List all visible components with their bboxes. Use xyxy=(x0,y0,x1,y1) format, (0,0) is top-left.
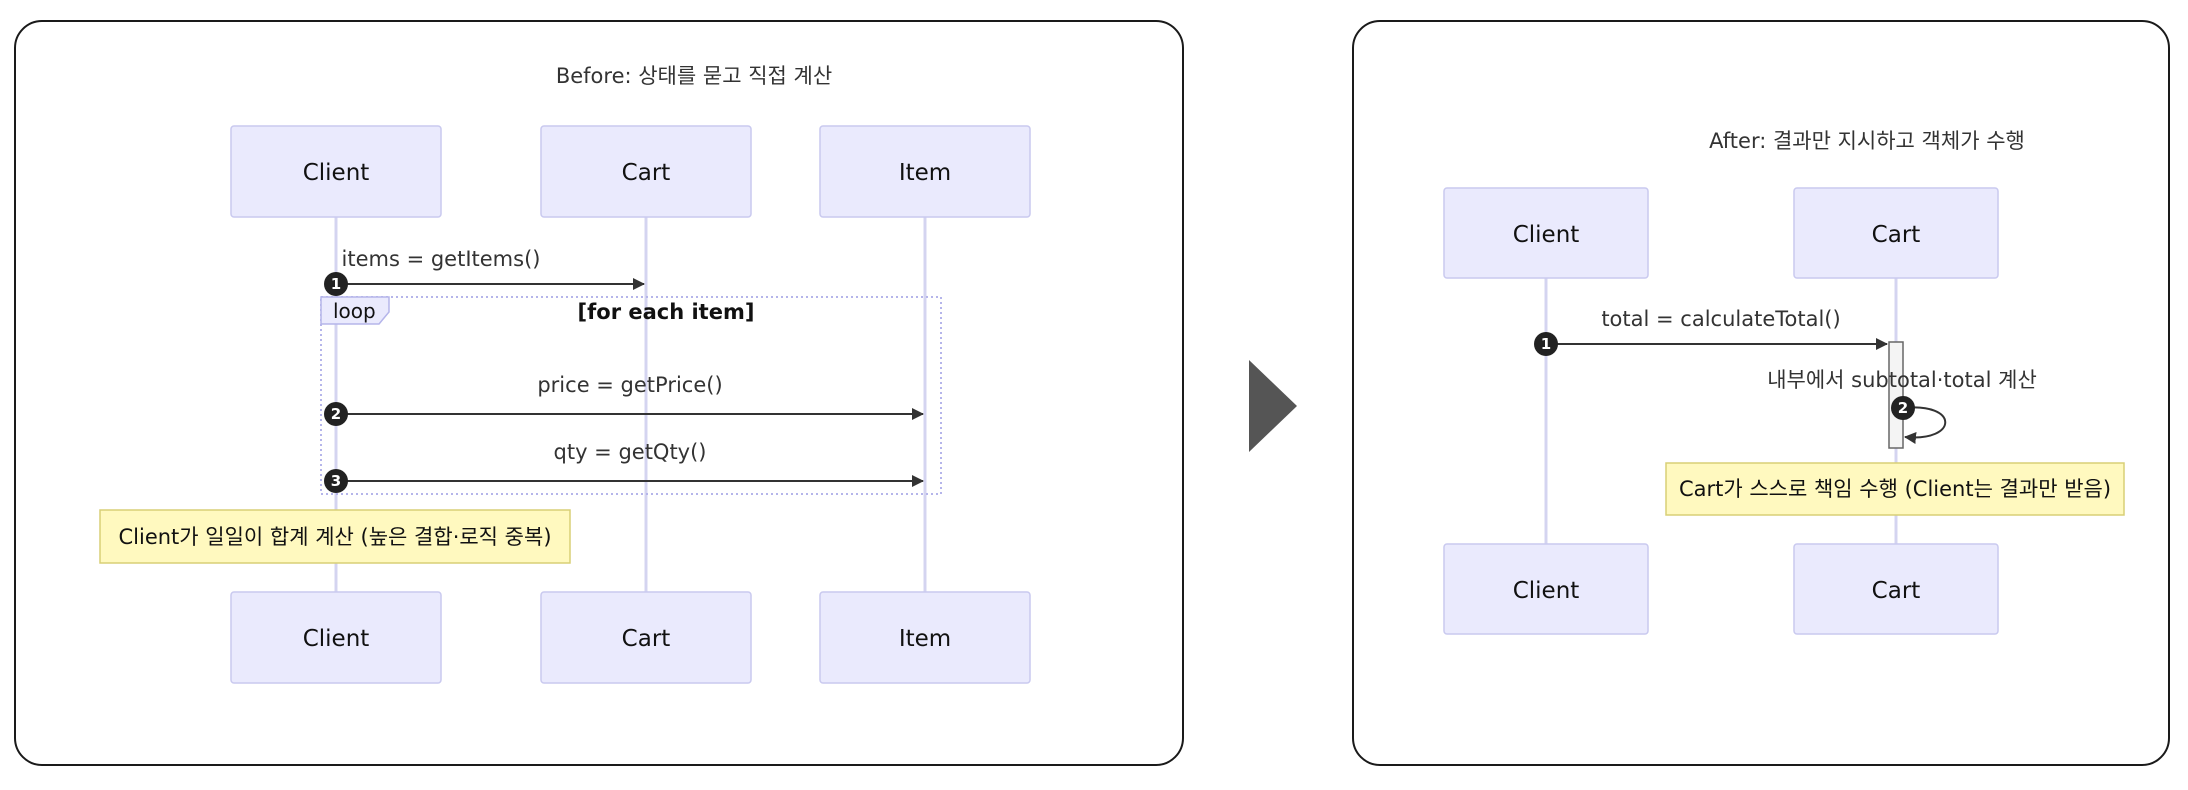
before-sequence-diagram: Before: 상태를 묻고 직접 계산 Client Cart Item it… xyxy=(99,64,1031,684)
self-call-arrow-2 xyxy=(1902,406,1947,444)
actor-client-top: Client xyxy=(1443,187,1649,279)
loop-condition: [for each item] xyxy=(578,300,755,324)
sequence-number-2: 2 xyxy=(1891,396,1915,420)
sequence-number-2: 2 xyxy=(324,402,348,426)
sequence-number-1: 1 xyxy=(324,272,348,296)
actor-cart-bottom: Cart xyxy=(1793,543,1999,635)
actor-client-top: Client xyxy=(230,125,442,218)
loop-label: loop xyxy=(333,299,376,323)
actor-cart-bottom: Cart xyxy=(540,591,752,684)
svg-text:Cart: Cart xyxy=(622,626,671,652)
sequence-number-3: 3 xyxy=(324,469,348,493)
svg-text:Client: Client xyxy=(1513,222,1580,248)
actor-client-bottom: Client xyxy=(1443,543,1649,635)
cart-activation xyxy=(1888,341,1904,449)
svg-text:Item: Item xyxy=(899,626,951,652)
actor-cart-top: Cart xyxy=(540,125,752,218)
loop-frame xyxy=(320,296,942,495)
loop-tab xyxy=(320,296,390,325)
actor-cart-top: Cart xyxy=(1793,187,1999,279)
message-label-1: items = getItems() xyxy=(342,247,541,271)
message-label-1: total = calculateTotal() xyxy=(1601,307,1840,331)
svg-text:Client가 일일이 합계 계산 (높은 결합·로직 중복: Client가 일일이 합계 계산 (높은 결합·로직 중복) xyxy=(118,525,551,549)
svg-text:Cart: Cart xyxy=(1872,222,1921,248)
svg-text:Client: Client xyxy=(1513,578,1580,604)
sequence-number-1: 1 xyxy=(1534,332,1558,356)
note-after: Cart가 스스로 책임 수행 (Client는 결과만 받음) xyxy=(1665,462,2125,516)
svg-text:1: 1 xyxy=(331,275,341,293)
actor-client-bottom: Client xyxy=(230,591,442,684)
message-label-2: price = getPrice() xyxy=(537,373,722,397)
svg-text:Item: Item xyxy=(899,160,951,186)
actor-item-bottom: Item xyxy=(819,591,1031,684)
svg-text:3: 3 xyxy=(331,472,341,490)
after-sequence-diagram: After: 결과만 지시하고 객체가 수행 Client Cart total… xyxy=(1443,129,2125,635)
message-label-3: qty = getQty() xyxy=(554,440,707,464)
svg-text:Cart가 스스로 책임 수행 (Client는 결과만 받: Cart가 스스로 책임 수행 (Client는 결과만 받음) xyxy=(1679,477,2111,501)
svg-text:Client: Client xyxy=(303,160,370,186)
after-title: After: 결과만 지시하고 객체가 수행 xyxy=(1709,129,2025,153)
after-diagram-panel: After: 결과만 지시하고 객체가 수행 Client Cart total… xyxy=(1352,20,2170,766)
svg-text:1: 1 xyxy=(1541,335,1551,353)
svg-text:Cart: Cart xyxy=(622,160,671,186)
svg-text:Cart: Cart xyxy=(1872,578,1921,604)
actor-item-top: Item xyxy=(819,125,1031,218)
message-label-2: 내부에서 subtotal·total 계산 xyxy=(1767,368,2037,392)
before-title: Before: 상태를 묻고 직접 계산 xyxy=(556,64,832,88)
before-diagram-panel: Before: 상태를 묻고 직접 계산 Client Cart Item it… xyxy=(14,20,1184,766)
svg-text:2: 2 xyxy=(331,405,341,423)
play-arrow-icon xyxy=(1249,360,1297,452)
note-before: Client가 일일이 합계 계산 (높은 결합·로직 중복) xyxy=(99,509,571,564)
svg-text:Client: Client xyxy=(303,626,370,652)
svg-text:2: 2 xyxy=(1898,399,1908,417)
